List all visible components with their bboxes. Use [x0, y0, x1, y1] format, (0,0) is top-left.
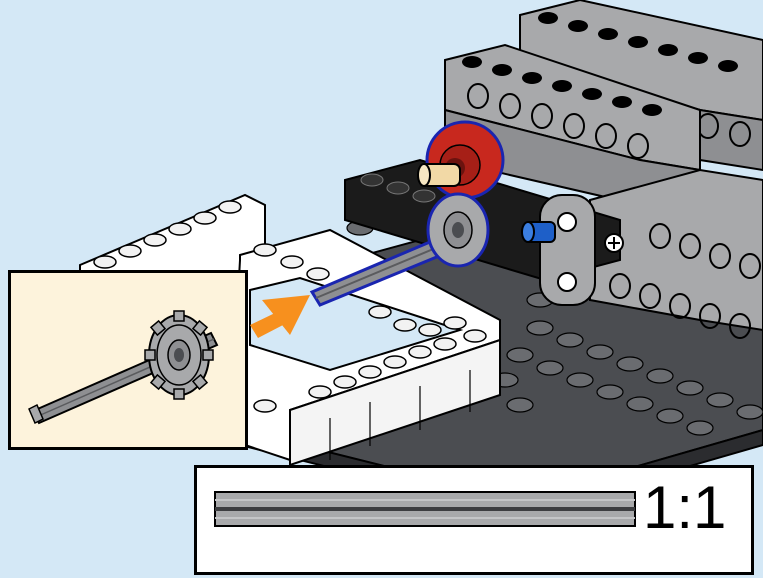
callout-box [8, 270, 248, 450]
axle-gear-icon [11, 273, 251, 453]
scale-ratio-label: 1:1 [643, 478, 726, 538]
scale-box: 1:1 [194, 465, 754, 575]
tan-peg [418, 164, 460, 186]
white-axle-connector [605, 234, 623, 252]
gray-liftarm [540, 195, 595, 305]
blue-pin [522, 222, 555, 242]
